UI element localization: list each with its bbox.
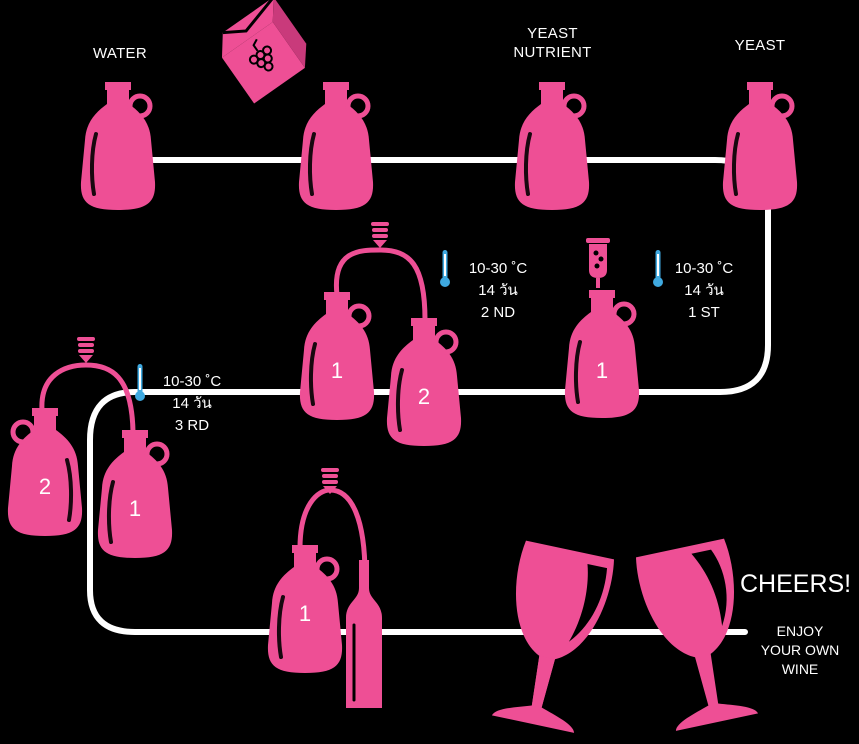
- jug-number: 1: [596, 358, 608, 383]
- jug-icon: [8, 408, 82, 536]
- enjoy-line3: WINE: [781, 661, 819, 677]
- step-temp: 10-30 ˚C: [468, 260, 528, 277]
- jug-icon: [723, 82, 797, 210]
- label-yeast-nutrient-line1: YEAST: [527, 25, 578, 42]
- jug-number: 1: [299, 601, 311, 626]
- jug-icon: [300, 292, 374, 420]
- jug-icon: [98, 430, 172, 558]
- step-days: 14 วัน: [684, 282, 724, 299]
- grape-juice-carton-icon: [221, 0, 307, 104]
- airlock-icon: [586, 238, 610, 288]
- jug-number: 1: [129, 496, 141, 521]
- thermometer-icon: [135, 364, 145, 401]
- jug-number: 2: [39, 474, 51, 499]
- step-info-2nd: 10-30 ˚C 14 วัน 2 ND: [456, 258, 540, 324]
- step-info-3rd: 10-30 ˚C 14 วัน 3 RD: [150, 371, 234, 437]
- label-yeast-nutrient-line2: NUTRIENT: [513, 44, 592, 61]
- label-yeast: YEAST: [734, 37, 786, 54]
- airlock-icon: [371, 222, 389, 248]
- wine-glass-icon: [635, 538, 759, 731]
- jug-icon: [81, 82, 155, 210]
- enjoy-line1: ENJOY: [776, 623, 824, 639]
- jug-number: 2: [418, 384, 430, 409]
- jug-number: 1: [331, 358, 343, 383]
- step-info-1st: 10-30 ˚C 14 วัน 1 ST: [662, 258, 746, 324]
- step-days: 14 วัน: [172, 395, 212, 412]
- step-temp: 10-30 ˚C: [674, 260, 734, 277]
- label-water: WATER: [93, 45, 147, 62]
- step-days: 14 วัน: [478, 282, 518, 299]
- jug-icon: [565, 290, 639, 418]
- step-stage: 1 ST: [688, 304, 720, 321]
- airlock-icon: [77, 337, 95, 363]
- jug-icon: [299, 82, 373, 210]
- step-stage: 3 RD: [174, 417, 210, 434]
- step-temp: 10-30 ˚C: [162, 373, 222, 390]
- jug-icon: [515, 82, 589, 210]
- enjoy-text: ENJOY YOUR OWN WINE: [745, 622, 855, 679]
- label-yeast-nutrient: YEAST NUTRIENT: [490, 24, 615, 62]
- siphon-icon: [39, 362, 136, 433]
- jug-icon: [387, 318, 461, 446]
- cheers-title: CHEERS!: [740, 570, 852, 598]
- wine-glass-icon: [491, 540, 615, 733]
- step-stage: 2 ND: [480, 304, 516, 321]
- siphon-icon: [333, 247, 428, 321]
- enjoy-line2: YOUR OWN: [760, 642, 840, 658]
- bottle-icon: [346, 560, 382, 708]
- thermometer-icon: [440, 250, 450, 287]
